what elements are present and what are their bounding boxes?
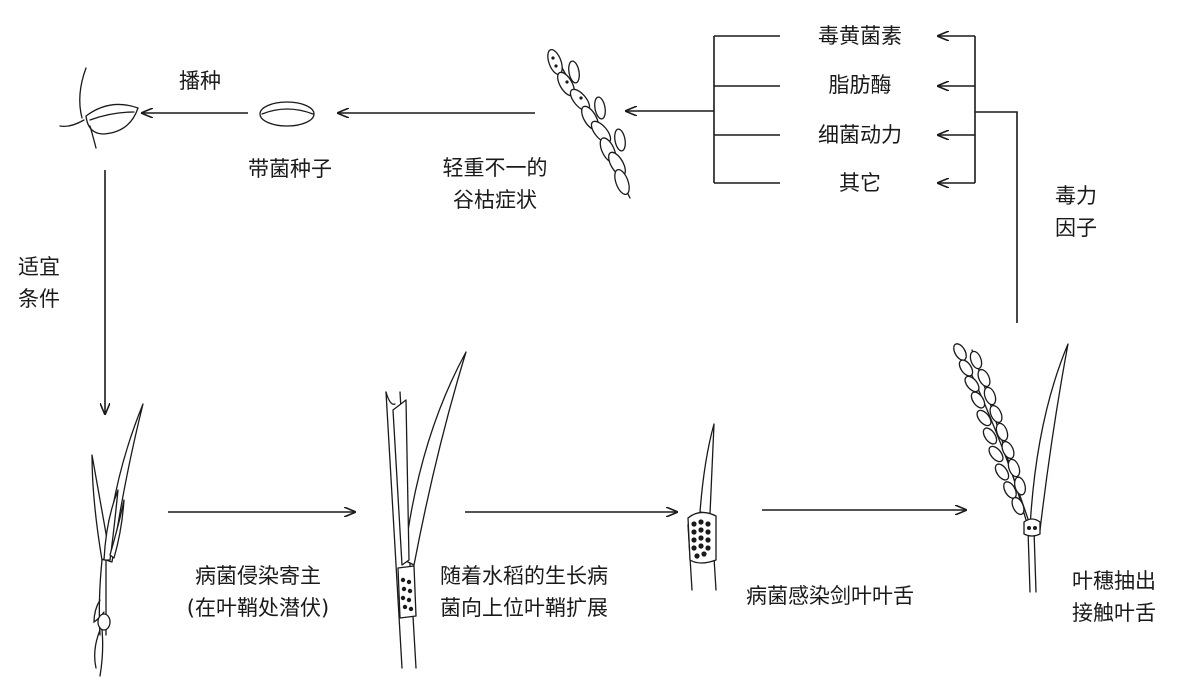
label-ligule-infection: 病菌感染剑叶叶舌 xyxy=(746,584,914,608)
label-infected-seed: 带菌种子 xyxy=(248,157,332,181)
heading-panicle-drawing xyxy=(953,343,1069,593)
ligule-infection-drawing xyxy=(687,423,717,591)
factor-item-other: 其它 xyxy=(839,171,881,195)
label-virulence-factor-line2: 因子 xyxy=(1055,216,1097,240)
label-infect-line2: (在叶鞘处潜伏) xyxy=(186,596,330,620)
label-heading-line1: 叶穗抽出 xyxy=(1072,569,1156,593)
infected-seed-drawing xyxy=(259,101,315,127)
sheath-infection-drawing xyxy=(385,351,467,669)
label-panicle-symptom-line2: 谷枯症状 xyxy=(453,188,537,212)
label-heading-line2: 接触叶舌 xyxy=(1072,601,1156,625)
label-conditions-line2: 条件 xyxy=(18,287,60,311)
label-spread-line2: 菌向上位叶鞘扩展 xyxy=(440,596,608,620)
label-spread-line1: 随着水稻的生长病 xyxy=(440,564,608,588)
factor-item-motility: 细菌动力 xyxy=(818,123,902,147)
factors-feedback-bracket xyxy=(938,36,1018,323)
label-sowing: 播种 xyxy=(179,69,221,93)
seedling-drawing xyxy=(91,403,144,677)
factor-item-lipase: 脂肪酶 xyxy=(828,73,892,97)
factors-bracket xyxy=(713,35,780,184)
label-conditions-line1: 适宜 xyxy=(18,255,60,279)
label-virulence-factor-line1: 毒力 xyxy=(1055,184,1097,208)
factor-item-toxoflavin: 毒黄菌素 xyxy=(818,24,902,48)
diseased-panicle-drawing xyxy=(547,48,631,199)
germinating-seed-drawing xyxy=(59,67,139,149)
label-infect-line1: 病菌侵染寄主 xyxy=(195,564,321,588)
label-panicle-symptom-line1: 轻重不一的 xyxy=(442,156,548,180)
